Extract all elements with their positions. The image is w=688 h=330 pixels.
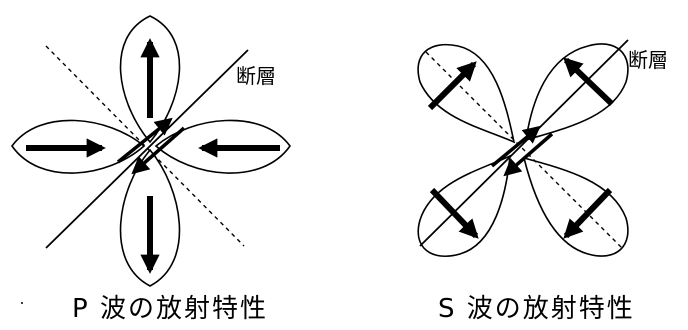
p-slip-arrow-lower xyxy=(134,128,184,172)
s-arrow-upper-right xyxy=(566,60,612,104)
s-fault-label: 断層 xyxy=(628,44,668,73)
s-fault-line xyxy=(420,40,628,246)
s-wave-caption: S 波の放射特性 xyxy=(438,288,635,325)
speck xyxy=(21,302,23,304)
s-arrow-upper-left xyxy=(430,64,474,108)
s-wave-diagram xyxy=(418,40,628,256)
p-fault-label: 断層 xyxy=(236,60,276,89)
p-wave-diagram xyxy=(12,16,290,286)
p-wave-caption: P 波の放射特性 xyxy=(72,288,268,325)
s-lobe-lower-right xyxy=(524,158,628,256)
